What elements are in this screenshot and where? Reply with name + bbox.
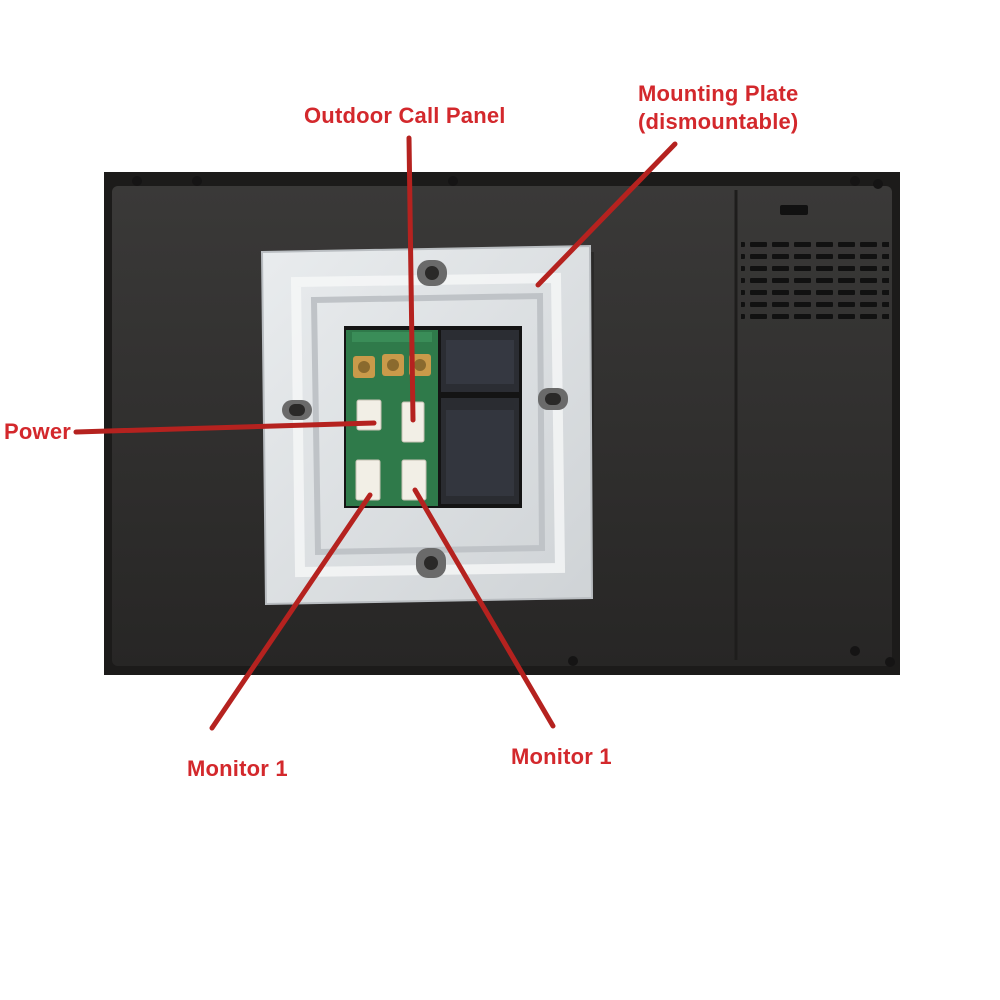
circuit-board [346,330,438,506]
leader-mounting-plate [535,141,678,288]
mounting-plate-label-line1: Mounting Plate [638,81,799,106]
speaker-grille [741,205,889,325]
battery-pack [441,330,519,504]
outdoor-call-panel-label: Outdoor Call Panel [304,103,506,128]
leader-monitor-left [209,492,373,731]
mounting-plate-label: Mounting Plate (dismountable) [638,80,798,136]
leader-outdoor-call-panel [406,135,416,423]
leader-monitor-right [412,487,556,729]
monitor-1-right-label: Monitor 1 [511,744,612,769]
mounting-plate-label-line2: (dismountable) [638,109,799,134]
power-label: Power [4,419,72,444]
leader-power [73,420,377,435]
monitor-1-left-label: Monitor 1 [187,756,288,781]
annotation-lines [73,135,678,731]
